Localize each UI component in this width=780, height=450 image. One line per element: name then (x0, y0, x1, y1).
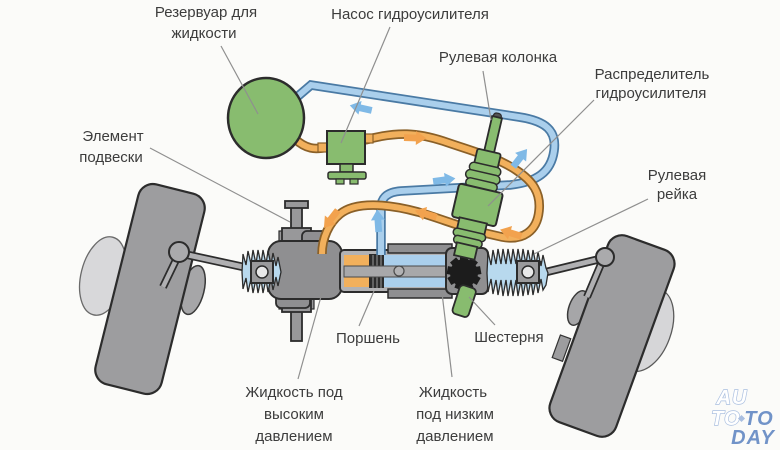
gear-lower-link (451, 284, 477, 318)
right-wheel-assembly (548, 234, 676, 438)
watermark-line2-left: TO (711, 408, 740, 430)
label-piston: Поршень (336, 330, 400, 347)
right-tie-rod (537, 247, 615, 299)
label-steering-rack-2: рейка (657, 186, 698, 203)
orange-arrow-left-low (500, 226, 523, 240)
watermark-line3: DAY (731, 427, 775, 449)
pump-pulley (327, 171, 367, 180)
orange-arrow-right (403, 131, 427, 146)
blue-arrow-up (370, 209, 385, 233)
label-steering-column: Рулевая колонка (439, 49, 558, 66)
leader-column (482, 70, 492, 121)
flow-arrows (323, 100, 528, 240)
blue-arrow-right (432, 172, 456, 187)
low-pressure-hose (293, 79, 560, 255)
orange-arrow-left-mid (415, 207, 438, 221)
watermark-line1: AU (716, 387, 748, 409)
leader-reservoir (220, 45, 259, 115)
label-suspension: Элемент (82, 128, 143, 145)
power-steering-pump (317, 130, 374, 185)
left-wheel-assembly (78, 182, 207, 396)
leader-low-pressure (441, 292, 453, 378)
label-pump: Насос гидроусилителя (331, 6, 489, 23)
leader-suspension (149, 147, 291, 223)
label-low-pressure-3: давлением (416, 428, 493, 445)
label-high-pressure-3: давлением (255, 428, 332, 445)
label-distributor-2: гидроусилителя (596, 85, 707, 102)
power-cylinder (339, 243, 465, 299)
right-wheel (548, 234, 676, 438)
leader-rack (533, 198, 649, 255)
label-reservoir: Резервуар для (155, 4, 257, 21)
left-ball-joint (168, 241, 190, 263)
blue-arrow-up-right (510, 148, 528, 169)
steering-rack-assembly (241, 200, 549, 342)
label-pinion-gear: Шестерня (474, 329, 543, 346)
leader-distributor (487, 99, 595, 207)
label-low-pressure: Жидкость (419, 384, 487, 401)
label-distributor: Распределитель (595, 66, 710, 83)
watermark-dot (737, 414, 746, 423)
label-low-pressure-2: под низким (416, 406, 494, 423)
right-knuckle-tab (551, 334, 572, 363)
left-wheel (94, 182, 206, 396)
label-suspension-2: подвески (79, 149, 142, 166)
right-ball-joint (595, 247, 615, 267)
pump-body (326, 130, 366, 165)
pinion-gear (446, 256, 482, 291)
leader-high-pressure (297, 292, 323, 380)
left-tie-rod (159, 241, 249, 289)
watermark-logo: AU TO TO DAY (711, 386, 775, 449)
label-high-pressure: Жидкость под (245, 384, 343, 401)
steering-column-shaft (482, 114, 504, 157)
leader-gear (468, 296, 496, 326)
distributor-assembly (451, 112, 504, 261)
label-steering-rack: Рулевая (648, 167, 707, 184)
leader-lines (149, 26, 649, 380)
fluid-reservoir (226, 76, 306, 160)
leader-pump (340, 26, 391, 144)
orange-arrow-down-left (323, 208, 341, 229)
label-reservoir-2: жидкости (172, 25, 237, 42)
label-high-pressure-2: высоким (264, 406, 324, 423)
leader-piston (358, 290, 375, 327)
blue-arrow-left (349, 100, 373, 115)
labels: Резервуар для жидкости Насос гидроусилит… (79, 4, 709, 445)
watermark-line2-right: TO (744, 408, 773, 430)
